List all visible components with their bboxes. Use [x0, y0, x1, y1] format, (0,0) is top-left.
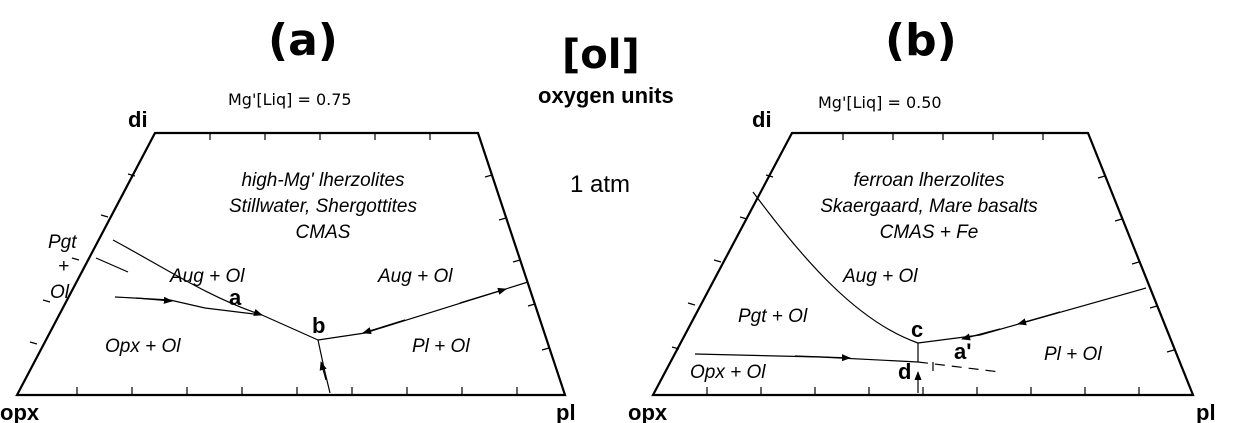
- boundary-a-b: [261, 314, 319, 341]
- mg-ratio-b: Mg'[Liq] = 0.50: [818, 93, 942, 112]
- point-a-prime: a': [954, 339, 971, 364]
- vertex-opx-b: opx: [628, 400, 668, 423]
- field-aug-right-a: Aug + Ol: [377, 266, 453, 287]
- boundary-aug-opx-a: [112, 239, 263, 316]
- boundary-aug-pl-a: [317, 281, 529, 341]
- panel-label-b: (b): [885, 15, 957, 66]
- composition-line-3-a: CMAS: [296, 222, 351, 243]
- boundary-aug-pgt-b: [752, 191, 919, 344]
- boundary-opx-pl-a: [317, 339, 331, 394]
- pressure-label: 1 atm: [570, 171, 630, 198]
- boundary-aug-pl-b: [917, 287, 1147, 344]
- field-pgt-b: Pgt + Ol: [738, 306, 808, 327]
- panel-label-a: (a): [268, 15, 338, 66]
- point-c: c: [911, 317, 923, 342]
- field-aug-left-a: Aug + Ol: [169, 266, 245, 287]
- projection-label: [ol]: [562, 32, 640, 78]
- field-aug-b: Aug + Ol: [842, 266, 918, 287]
- point-b: b: [312, 313, 325, 338]
- boundary-pgt-opx-b: [694, 353, 919, 363]
- panel-b: Mg'[Liq] = 0.50: [628, 93, 1216, 423]
- units-label: oxygen units: [538, 83, 674, 108]
- field-opx-b: Opx + Ol: [690, 362, 766, 383]
- ticks-b: [671, 133, 1175, 395]
- vertex-pl-a: pl: [556, 400, 576, 423]
- vertex-opx-a: opx: [0, 400, 40, 423]
- point-d: d: [898, 359, 911, 384]
- field-opx-a: Opx + Ol: [105, 336, 181, 357]
- point-a: a: [229, 285, 242, 310]
- field-pgt-a-line1: Pgt: [48, 232, 77, 253]
- ternary-outline-a: [15, 131, 567, 397]
- composition-line-2-b: Skaergaard, Mare basalts: [820, 196, 1038, 217]
- ticks-a: [29, 133, 550, 395]
- vertex-di-a: di: [128, 107, 148, 132]
- field-pgt-a-line3: Ol: [50, 282, 70, 303]
- vertex-pl-b: pl: [1196, 400, 1216, 423]
- composition-line-3-b: CMAS + Fe: [880, 222, 979, 243]
- ternary-outline-b: [651, 131, 1195, 397]
- boundary-pgt-a: [95, 257, 129, 273]
- mg-ratio-a: Mg'[Liq] = 0.75: [228, 90, 352, 109]
- vertex-di-b: di: [752, 107, 772, 132]
- panel-a: Mg'[Liq] = 0.75: [0, 90, 576, 423]
- field-pl-a: Pl + Ol: [412, 336, 470, 357]
- composition-line-1-b: ferroan lherzolites: [853, 170, 1005, 191]
- composition-line-2-a: Stillwater, Shergottites: [229, 196, 417, 217]
- composition-line-1-a: high-Mg' lherzolites: [241, 170, 405, 191]
- field-pgt-a-line2: +: [58, 256, 69, 277]
- boundary-dashed-b: [917, 361, 1001, 373]
- field-pl-b: Pl + Ol: [1044, 344, 1102, 365]
